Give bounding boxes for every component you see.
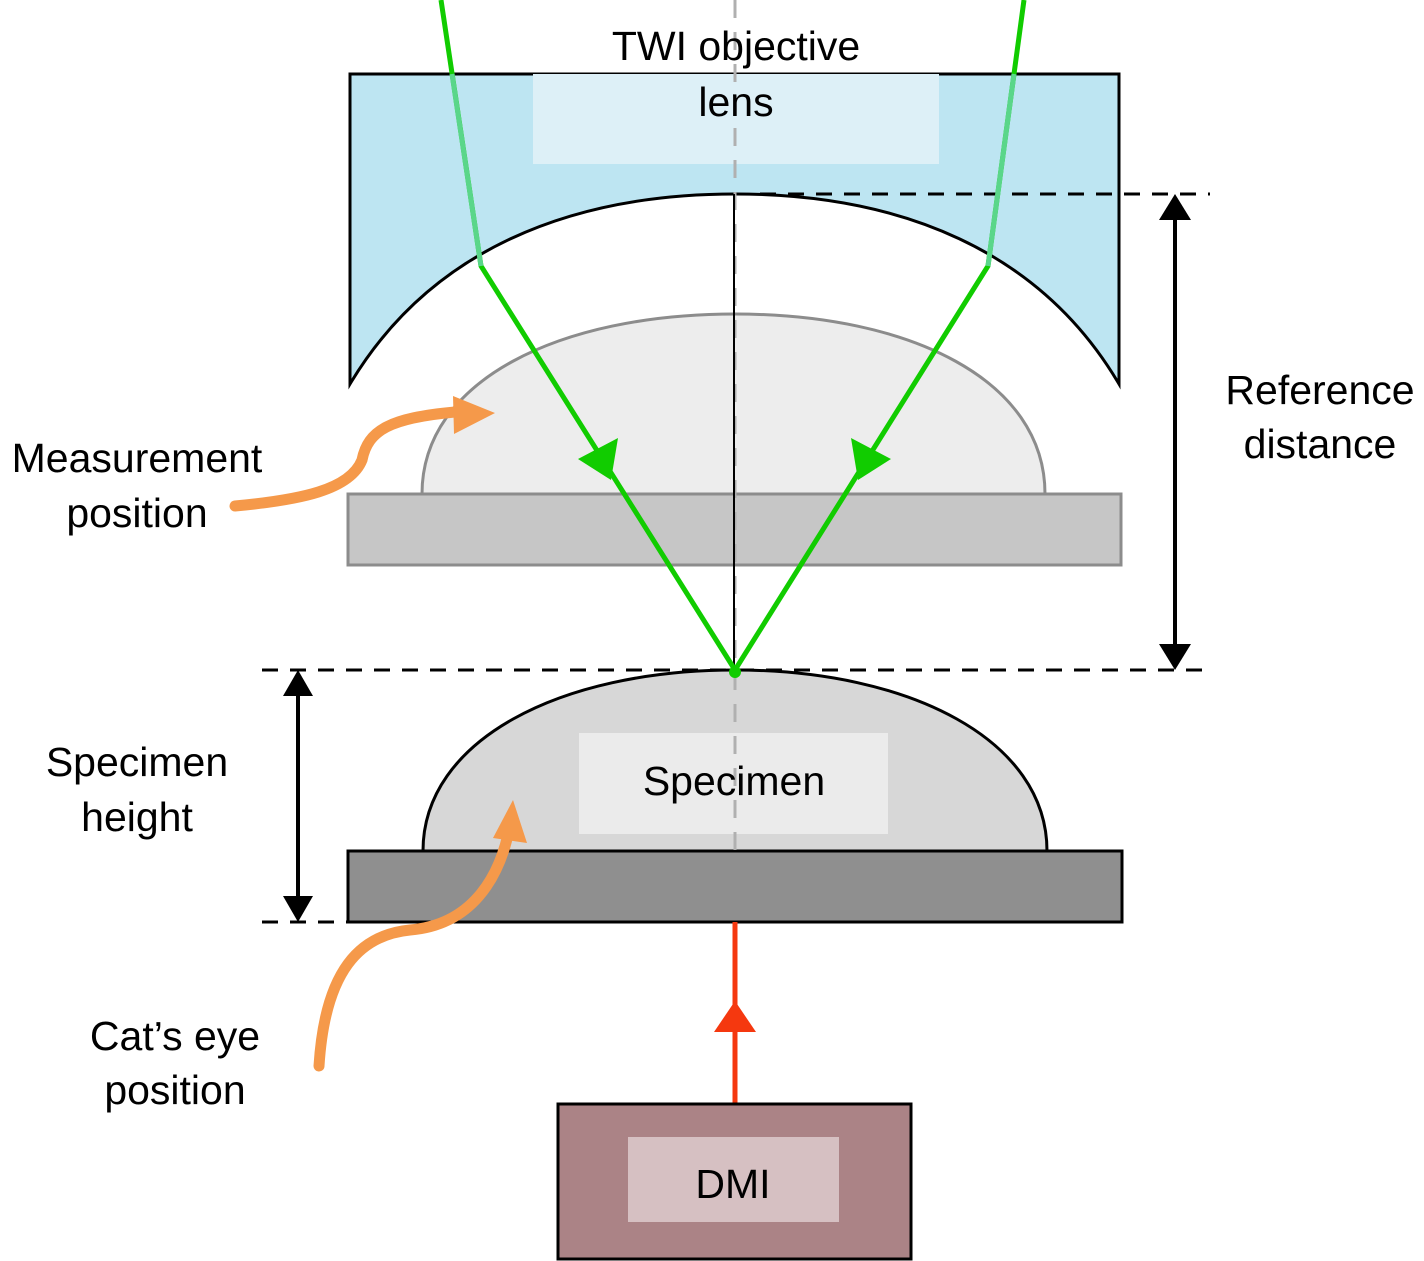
specimen-height-label-line1: Specimen — [46, 739, 228, 785]
catseye-position-label-line1: Cat’s eye — [90, 1013, 260, 1059]
beam-left-inlens — [449, 73, 484, 267]
catseye-position-label-line2: position — [104, 1067, 245, 1113]
measurement-callout-arrow — [229, 406, 461, 512]
measurement-callout-head — [453, 396, 495, 434]
specimen-label: Specimen — [643, 758, 825, 804]
reference-distance-label-line2: distance — [1244, 421, 1397, 467]
beam-right-inlens — [985, 73, 1017, 267]
height-arrow-bottom — [283, 896, 313, 922]
lens-title-line1: TWI objective — [612, 23, 860, 69]
reference-arrow-top — [1159, 194, 1191, 220]
beam-left-arrowhead — [578, 438, 618, 480]
lens-label-box — [533, 74, 939, 164]
dmi-label-box — [628, 1137, 839, 1222]
height-arrow-top — [283, 670, 313, 696]
dmi-beam-arrowhead — [714, 1001, 756, 1032]
focus-point — [729, 666, 741, 678]
catseye-callout-head — [493, 800, 527, 843]
reference-arrow-bottom — [1159, 644, 1191, 670]
reference-distance-label-line1: Reference — [1225, 367, 1414, 413]
catseye-callout-arrow — [313, 819, 516, 1072]
beam-right-arrowhead — [851, 438, 891, 480]
measurement-position-label-line1: Measurement — [12, 435, 263, 481]
measurement-position-label-line2: position — [66, 490, 207, 536]
lens-title-line2: lens — [698, 79, 773, 125]
dmi-label: DMI — [695, 1161, 770, 1207]
specimen-height-label-line2: height — [81, 794, 193, 840]
